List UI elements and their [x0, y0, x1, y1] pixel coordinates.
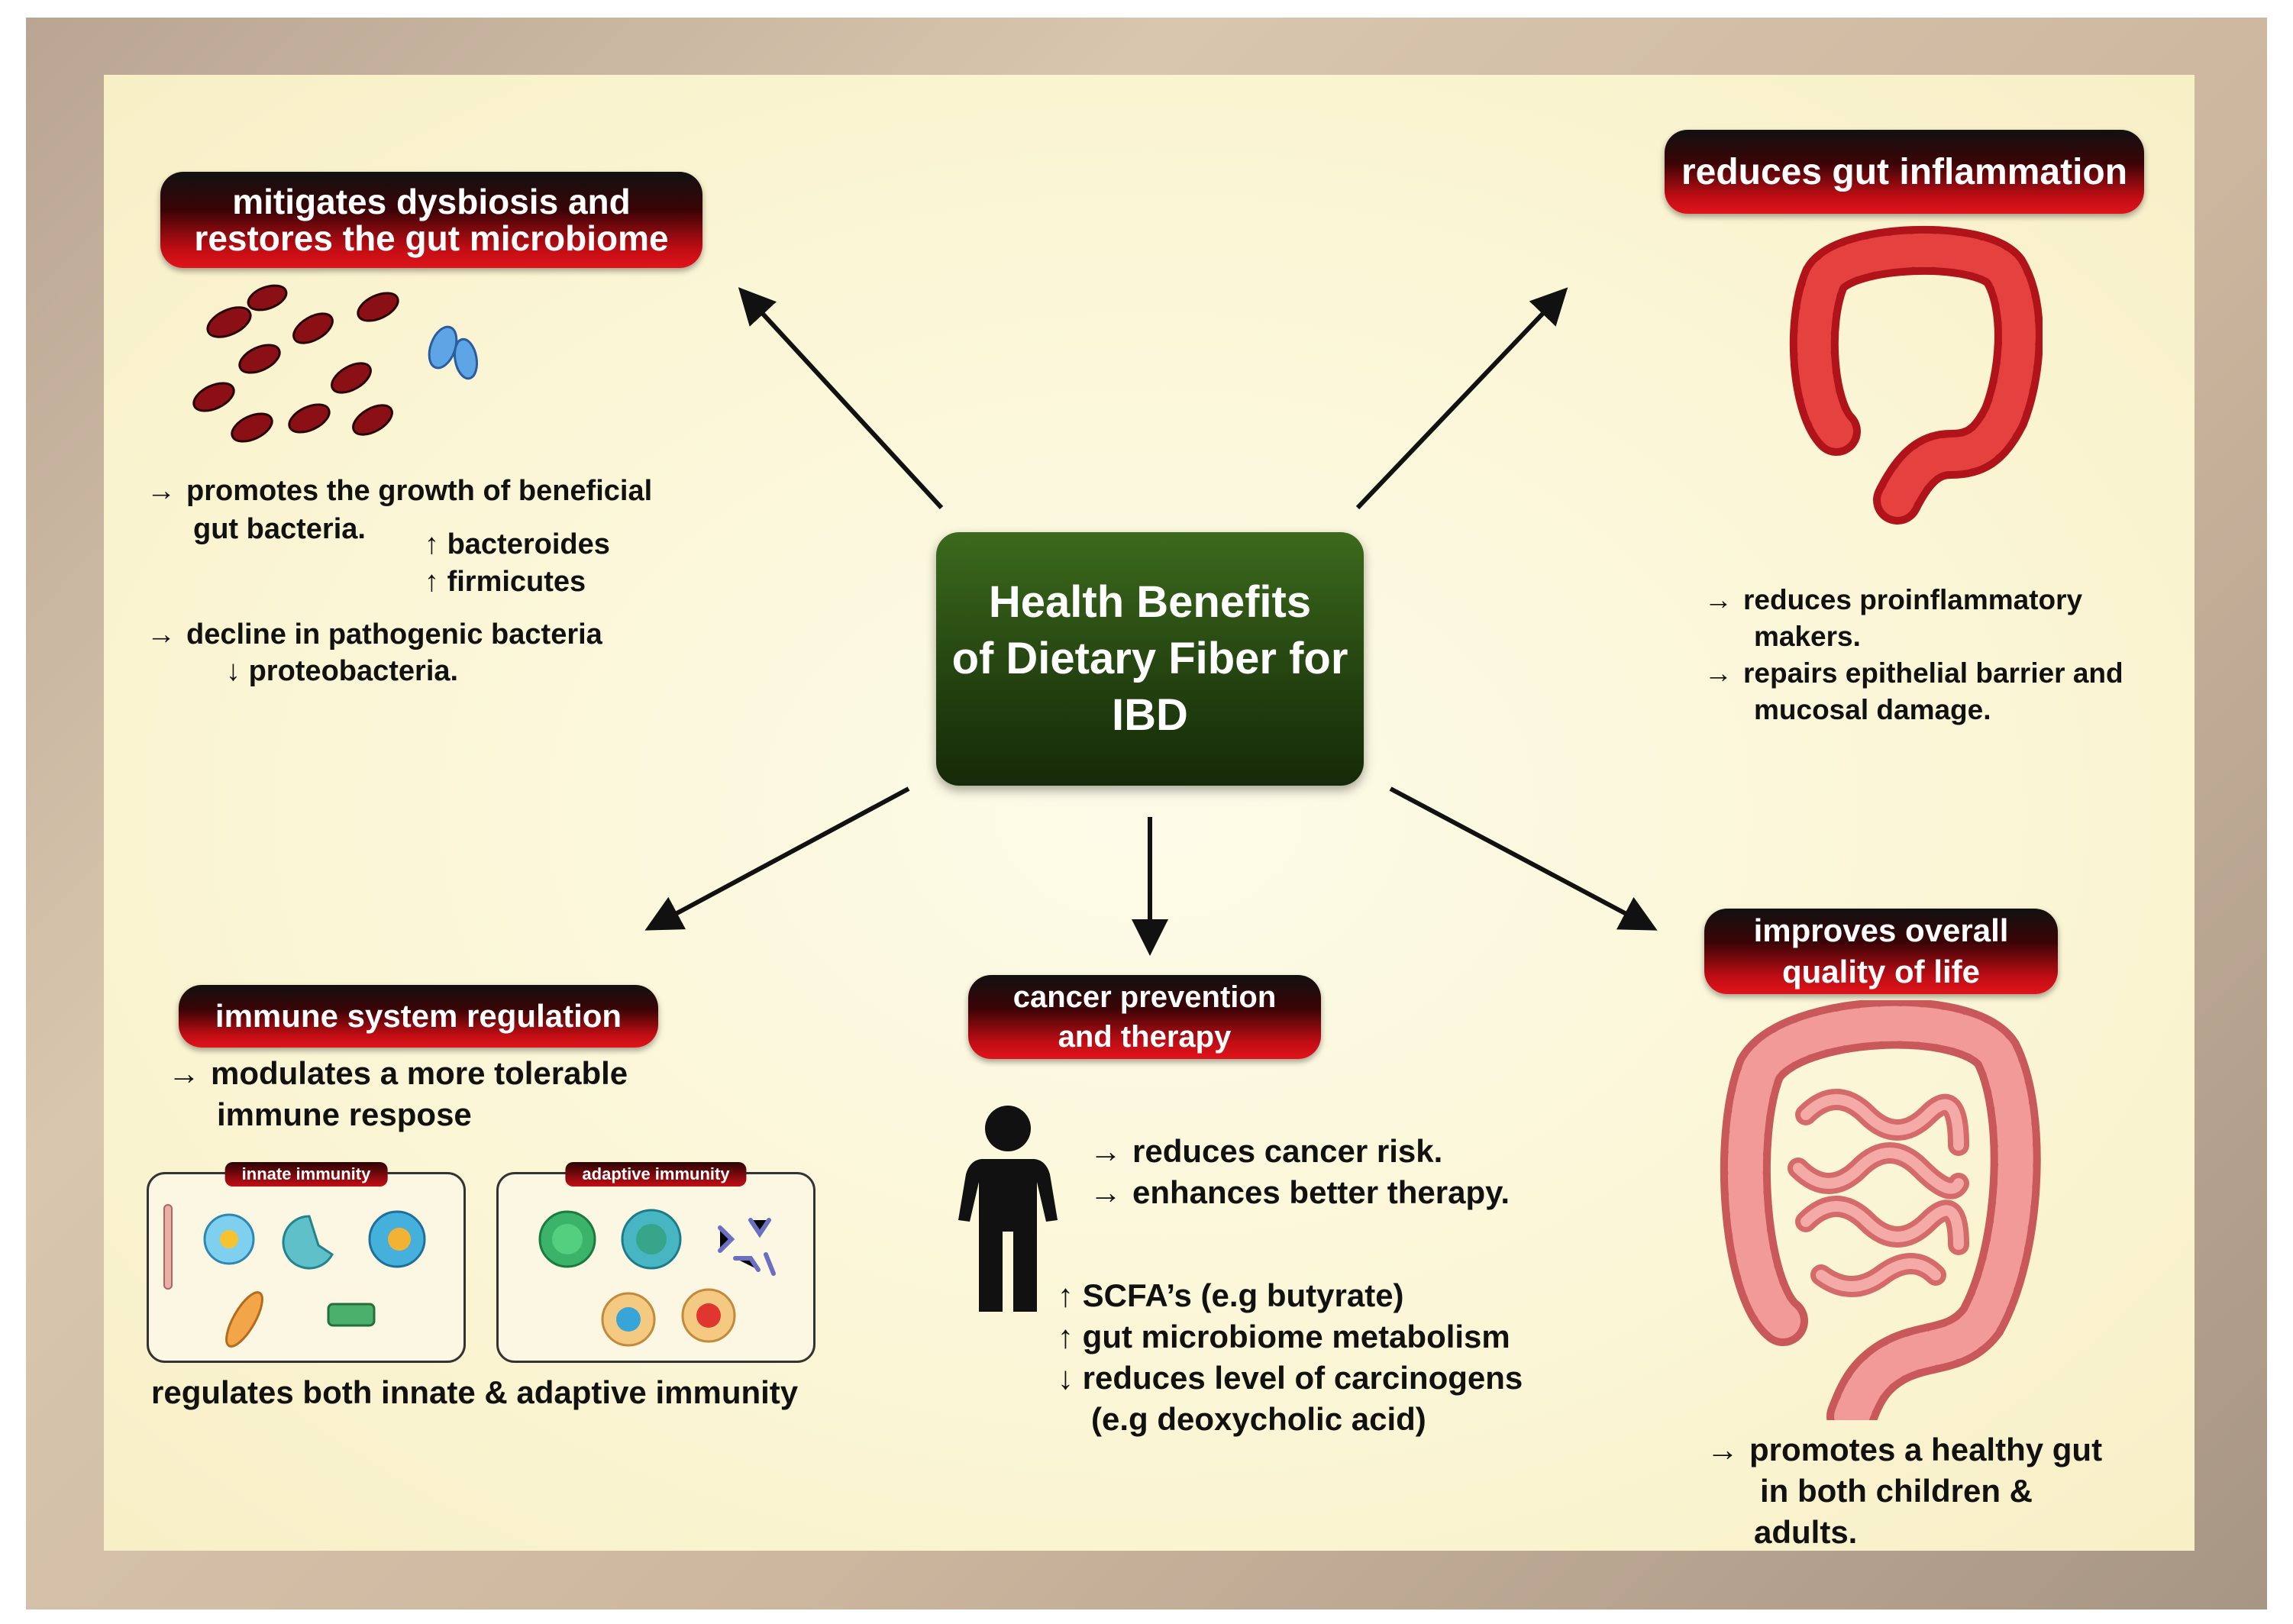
arrow-to-inflammation: [1355, 287, 1568, 510]
up-arrow-icon: ↑: [425, 528, 439, 560]
innate-immunity-panel: innate immunity: [147, 1162, 466, 1363]
immune-line1: modulates a more tolerable: [211, 1055, 628, 1091]
dysbiosis-line2: gut bacteria.: [193, 513, 366, 545]
cancer-down2: (e.g deoxycholic acid): [1091, 1401, 1426, 1437]
inflammation-line2: makers.: [1754, 621, 1861, 652]
inflammation-line1: reduces proinflammatory: [1743, 584, 2083, 615]
arrow-to-quality: [1389, 786, 1658, 931]
up-arrow-icon: ↑: [425, 566, 439, 598]
arrow-right-icon: →: [1090, 1174, 1122, 1210]
dysbiosis-banner: mitigates dysbiosis and restores the gut…: [160, 172, 702, 268]
inflammation-line4: mucosal damage.: [1754, 694, 1991, 725]
cancer-up1: SCFA’s (e.g butyrate): [1082, 1277, 1404, 1313]
arrow-to-dysbiosis: [738, 287, 944, 510]
arrow-right-icon: →: [1707, 1432, 1739, 1467]
arrow-right-icon: →: [147, 618, 176, 651]
up-arrow-icon: ↑: [1058, 1319, 1074, 1354]
colon-illustration: [1789, 225, 2043, 525]
cancer-line2: enhances better therapy.: [1132, 1174, 1510, 1210]
bacteria-illustration: [192, 284, 479, 443]
arrow-right-icon: →: [1704, 584, 1733, 615]
cancer-down1: reduces level of carcinogens: [1082, 1360, 1523, 1396]
inflammation-line3: repairs epithelial barrier and: [1743, 657, 2123, 689]
adaptive-cells-illustration: [538, 1209, 776, 1347]
person-icon: [958, 1106, 1058, 1312]
dysbiosis-line3: decline in pathogenic bacteria: [186, 618, 602, 651]
dysbiosis-up2: firmicutes: [447, 566, 586, 598]
arrow-to-immune: [644, 786, 910, 931]
down-arrow-icon: ↓: [1058, 1360, 1074, 1396]
dysbiosis-up1: bacteroides: [447, 528, 610, 560]
arrow-right-icon: →: [1704, 657, 1733, 689]
adaptive-immunity-label: adaptive immunity: [565, 1162, 747, 1187]
quality-line1: promotes a healthy gut: [1749, 1432, 2103, 1467]
quality-banner: improves overall quality of life: [1704, 909, 2058, 994]
dysbiosis-down1: proteobacteria.: [248, 655, 459, 687]
cancer-up2: gut microbiome metabolism: [1082, 1319, 1510, 1354]
intestine-illustration: [1720, 1000, 2041, 1420]
immune-line2: immune respose: [217, 1096, 472, 1132]
cancer-banner: cancer prevention and therapy: [968, 975, 1321, 1059]
center-title-box: Health Benefits of Dietary Fiber for IBD: [936, 532, 1364, 786]
quality-line3: adults.: [1754, 1514, 1858, 1550]
immune-footer: regulates both innate & adaptive immunit…: [151, 1374, 799, 1410]
inflammation-banner: reduces gut inflammation: [1665, 130, 2144, 214]
dysbiosis-line1: promotes the growth of beneficial: [186, 475, 653, 507]
innate-cells-illustration: [163, 1204, 426, 1348]
center-title: Health Benefits of Dietary Fiber for IBD: [951, 577, 1348, 740]
arrow-right-icon: →: [1090, 1133, 1122, 1169]
up-arrow-icon: ↑: [1058, 1277, 1074, 1313]
immune-banner: immune system regulation: [179, 985, 658, 1048]
adaptive-immunity-panel: adaptive immunity: [496, 1162, 815, 1363]
down-arrow-icon: ↓: [226, 655, 241, 687]
quality-line2: in both children &: [1760, 1473, 2033, 1509]
arrow-right-icon: →: [168, 1055, 200, 1091]
cancer-line1: reduces cancer risk.: [1132, 1133, 1443, 1169]
innate-immunity-label: innate immunity: [224, 1162, 388, 1187]
arrow-right-icon: →: [147, 475, 176, 507]
